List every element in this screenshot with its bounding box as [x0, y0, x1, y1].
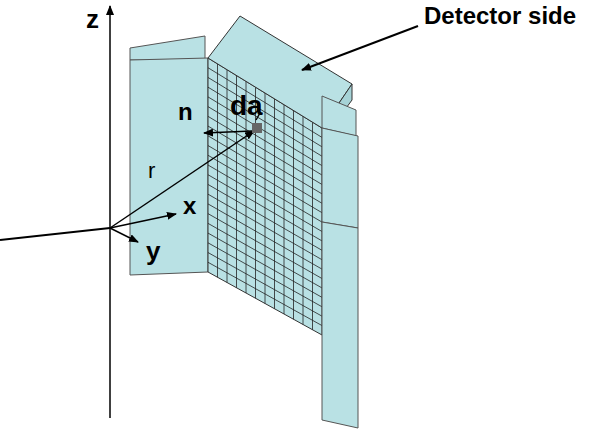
left-panel-tab: [130, 36, 205, 60]
leader-line: [302, 26, 418, 70]
axis-label: z: [86, 6, 99, 32]
grid-line: [208, 204, 322, 269]
normal-vector: [204, 131, 252, 133]
grid-line: [208, 175, 322, 241]
grid-line: [208, 243, 322, 307]
axis-label: x: [183, 194, 196, 218]
callout-label: Detector side: [424, 4, 576, 28]
callout-label: Detector side: [424, 2, 576, 29]
vector-label: n: [178, 100, 193, 124]
axis-label: y: [146, 236, 160, 266]
grid-line: [208, 262, 322, 325]
grid-line: [208, 146, 322, 213]
grid-line: [208, 233, 322, 297]
grid-line: [208, 214, 322, 279]
z-axis: [109, 6, 111, 418]
vector-label: r: [148, 160, 155, 182]
grid-line: [208, 184, 322, 250]
grid-line: [208, 194, 322, 260]
grid-line: [208, 126, 322, 194]
right-panel-lower: [322, 222, 358, 428]
axis-label: y: [146, 238, 160, 264]
incident-beam: [0, 228, 110, 240]
y-axis: [110, 228, 138, 242]
left-panel: [130, 58, 208, 275]
axis-label: x: [183, 192, 196, 219]
right-panel-upper: [322, 128, 358, 228]
grid-line: [208, 136, 322, 203]
grid-line: [208, 165, 322, 232]
grid-line: [208, 223, 322, 288]
grid-line: [208, 155, 322, 222]
r-vector: [110, 131, 254, 228]
vector-label: r: [148, 158, 155, 183]
area-label: da: [230, 92, 263, 120]
vector-label: n: [178, 98, 193, 125]
area-label: da: [230, 90, 263, 121]
area-element: [252, 123, 262, 133]
axis-label: z: [86, 4, 99, 34]
grid-line: [208, 253, 322, 317]
